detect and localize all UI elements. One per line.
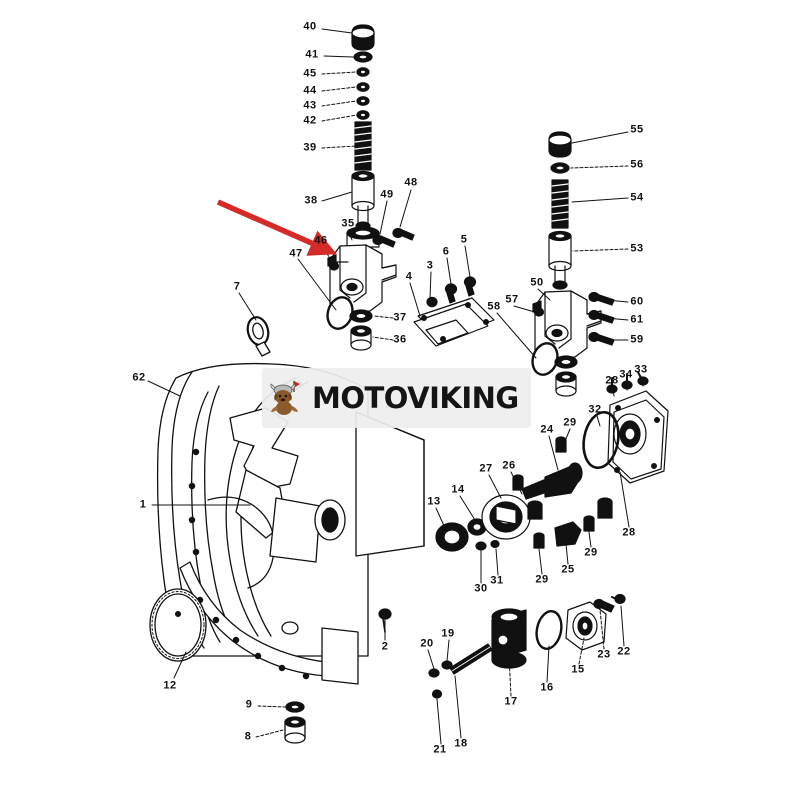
part-callout-22: 22	[617, 645, 631, 658]
part-callout-5: 5	[460, 233, 468, 246]
part-callout-29: 29	[563, 416, 577, 429]
part-callout-19: 19	[441, 627, 455, 640]
part-callout-32: 32	[588, 403, 602, 416]
part-callout-26: 26	[502, 459, 516, 472]
part-callout-54: 54	[630, 191, 644, 204]
part-callout-62: 62	[132, 371, 146, 384]
part-callout-60: 60	[630, 295, 644, 308]
valve-stack-left	[346, 24, 380, 248]
part-callout-50: 50	[530, 276, 544, 289]
part-callout-23: 23	[597, 648, 611, 661]
part-callout-44: 44	[303, 84, 317, 97]
filter-and-linkage-cluster	[378, 593, 626, 699]
part-callout-1: 1	[139, 498, 147, 511]
part-callout-53: 53	[630, 242, 644, 255]
part-callout-20: 20	[420, 637, 434, 650]
part-callout-29: 29	[584, 546, 598, 559]
part-callout-2: 2	[381, 640, 389, 653]
part-callout-17: 17	[504, 695, 518, 708]
part-callout-58: 58	[487, 300, 501, 313]
part-callout-29: 29	[535, 573, 549, 586]
secondary-valve-body	[531, 290, 615, 397]
part-callout-6: 6	[442, 245, 450, 258]
part-callout-24: 24	[540, 423, 554, 436]
part-callout-43: 43	[303, 99, 317, 112]
part-callout-46: 46	[314, 234, 328, 247]
part-callout-36: 36	[393, 333, 407, 346]
part-callout-8: 8	[244, 730, 252, 743]
part-callout-21: 21	[433, 743, 447, 756]
part-callout-15: 15	[571, 663, 585, 676]
cover-gasket-plate	[413, 276, 495, 347]
part-callout-13: 13	[427, 495, 441, 508]
part-callout-28: 28	[622, 526, 636, 539]
part-callout-18: 18	[454, 737, 468, 750]
part-callout-47: 47	[289, 247, 303, 260]
part-callout-28: 28	[605, 374, 619, 387]
part-callout-61: 61	[630, 313, 644, 326]
part-callout-41: 41	[305, 48, 319, 61]
part-callout-39: 39	[303, 141, 317, 154]
part-callout-30: 30	[474, 582, 488, 595]
side-cover-assembly	[582, 371, 669, 484]
part-callout-3: 3	[426, 259, 434, 272]
part-callout-27: 27	[479, 462, 493, 475]
part-callout-31: 31	[490, 574, 504, 587]
main-transmission-housing	[149, 316, 425, 744]
watermark-overlay: MOTOVIKING	[262, 368, 531, 428]
part-callout-57: 57	[505, 293, 519, 306]
control-valve-body	[326, 227, 415, 351]
part-callout-12: 12	[163, 679, 177, 692]
part-callout-4: 4	[405, 270, 413, 283]
part-callout-9: 9	[245, 698, 253, 711]
watermark-text: MOTOVIKING	[312, 380, 519, 415]
viking-dog-mascot-icon	[270, 381, 300, 418]
part-callout-34: 34	[619, 368, 633, 381]
part-callout-45: 45	[303, 67, 317, 80]
part-callout-40: 40	[303, 20, 317, 33]
part-callout-37: 37	[393, 311, 407, 324]
part-callout-42: 42	[303, 114, 317, 127]
part-callout-16: 16	[540, 681, 554, 694]
pump-gear-cluster	[435, 436, 613, 552]
part-callout-59: 59	[630, 333, 644, 346]
part-callout-48: 48	[404, 176, 418, 189]
valve-stack-right	[548, 131, 572, 290]
leader-lines	[147, 28, 644, 745]
part-callout-49: 49	[380, 188, 394, 201]
part-callout-38: 38	[304, 194, 318, 207]
part-callout-56: 56	[630, 158, 644, 171]
part-callout-25: 25	[561, 563, 575, 576]
part-callout-14: 14	[451, 483, 465, 496]
part-callout-7: 7	[233, 280, 241, 293]
part-callout-55: 55	[630, 123, 644, 136]
part-callout-35: 35	[341, 217, 355, 230]
part-callout-33: 33	[634, 363, 648, 376]
